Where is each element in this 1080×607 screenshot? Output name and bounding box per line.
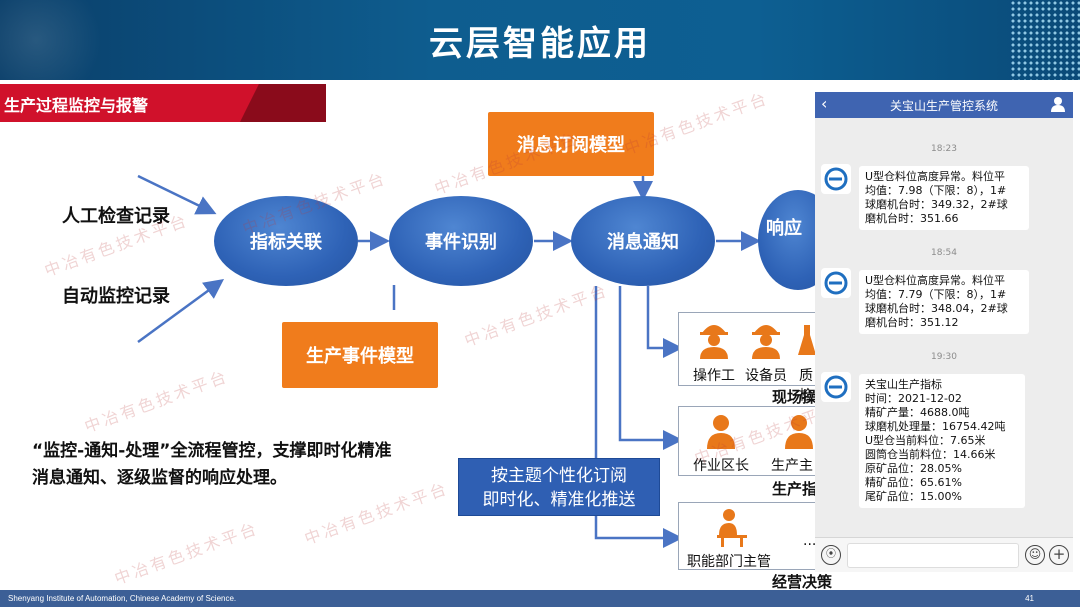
bot-avatar (821, 268, 851, 298)
logo-icon (824, 271, 848, 295)
auto-record-label: 自动监控记录 (62, 282, 170, 308)
phone-title-bar: ‹ 关宝山生产管控系统 (815, 92, 1073, 118)
phone-screenshot: ‹ 关宝山生产管控系统 18:23 U型仓料位高度异常。料位平 均值：7.98（… (815, 92, 1073, 572)
subscription-model-box: 消息订阅模型 (488, 112, 654, 176)
logo-icon (824, 167, 848, 191)
message-time: 18:23 (815, 144, 1073, 154)
description-text: “监控-通知-处理”全流程管控，支撑即时化精准消息通知、逐级监督的响应处理。 (32, 438, 402, 492)
bot-avatar (821, 372, 851, 402)
message-input[interactable] (847, 543, 1019, 568)
role-equipment: 设备员 (745, 365, 787, 385)
plus-icon[interactable]: + (1049, 545, 1069, 565)
production-panel-footer: 生产指 (772, 478, 817, 499)
push-strategy-box: 按主题个性化订阅 即时化、精准化推送 (458, 458, 660, 516)
phone-title: 关宝山生产管控系统 (815, 97, 1073, 114)
user-icon[interactable] (1051, 96, 1065, 112)
flow-node-message-notification: 消息通知 (571, 196, 715, 286)
flow-node-indicator-link: 指标关联 (214, 196, 358, 286)
page-number: 41 (1025, 594, 1034, 603)
role-area-chief: 作业区长 (693, 455, 749, 475)
message-time: 19:30 (815, 352, 1073, 362)
manager-icon (785, 413, 813, 449)
role-production-head: 生产主 (771, 455, 813, 475)
department-head-icon (715, 507, 749, 547)
bot-avatar (821, 164, 851, 194)
production-roles-panel: 作业区长 生产主 (678, 406, 818, 476)
message-bubble: 关宝山生产指标 时间：2021-12-02 精矿产量：4688.0吨 球磨机处理… (859, 374, 1025, 508)
input-bar: ⦿ ☺ + (815, 537, 1073, 572)
slide-footer: Shenyang Institute of Automation, Chines… (0, 590, 1080, 607)
equipment-worker-icon (749, 319, 783, 359)
message-bubble: U型仓料位高度异常。料位平 均值：7.79（下限：8），1# 球磨机台时：348… (859, 270, 1029, 334)
flask-icon (797, 323, 817, 359)
event-model-box: 生产事件模型 (282, 322, 438, 388)
onsite-roles-panel: 操作工 设备员 质检 (678, 312, 818, 386)
manual-record-label: 人工检查记录 (62, 202, 170, 228)
onsite-panel-footer: 现场操 (772, 386, 817, 407)
flow-node-event-recognition: 事件识别 (389, 196, 533, 286)
message-time: 18:54 (815, 248, 1073, 258)
emoji-icon[interactable]: ☺ (1025, 545, 1045, 565)
management-panel-footer: 经营决策 (772, 571, 832, 592)
push-line-1: 按主题个性化订阅 (459, 464, 659, 488)
push-line-2: 即时化、精准化推送 (459, 488, 659, 512)
worker-icon (697, 319, 731, 359)
supervisor-icon (707, 413, 735, 449)
institution-name: Shenyang Institute of Automation, Chines… (8, 594, 236, 603)
message-bubble: U型仓料位高度异常。料位平 均值：7.98（下限：8），1# 球磨机台时：349… (859, 166, 1029, 230)
role-operator: 操作工 (693, 365, 735, 385)
voice-icon[interactable]: ⦿ (821, 545, 841, 565)
logo-icon (824, 375, 848, 399)
management-roles-panel: 职能部门主管 ... (678, 502, 818, 570)
role-department-head: 职能部门主管 (687, 551, 771, 571)
